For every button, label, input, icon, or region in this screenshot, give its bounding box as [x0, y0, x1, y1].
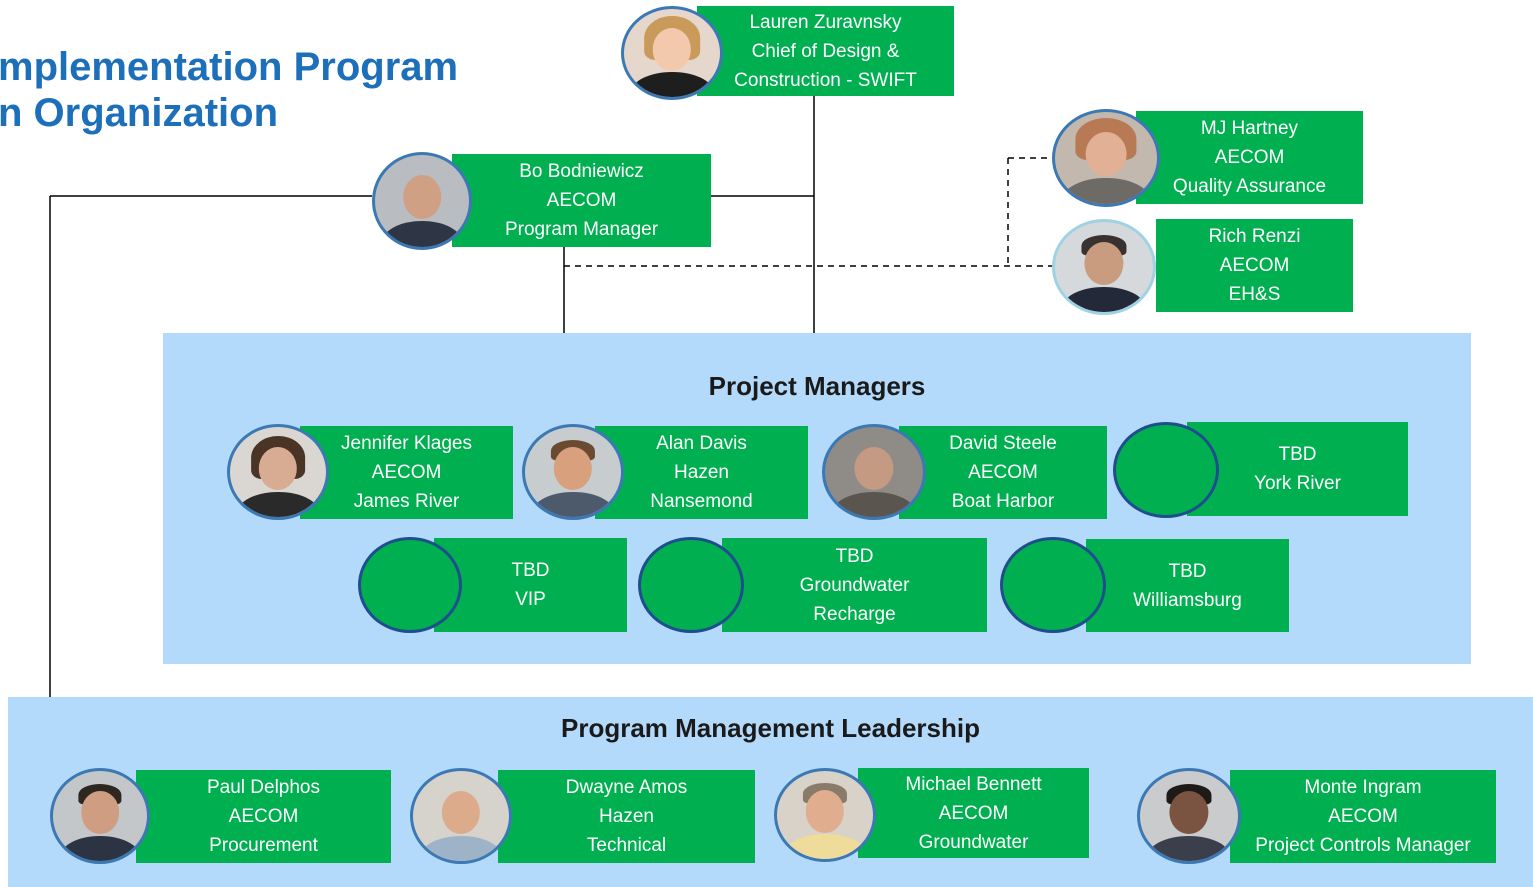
avatar [522, 424, 624, 520]
card-name: Jennifer Klages [341, 433, 472, 454]
card-role: Groundwater [918, 831, 1029, 853]
card-monte-ingram: Monte Ingram AECOM Project Controls Mana… [1137, 768, 1496, 864]
chart-title: mplementation Program n Organization [0, 44, 458, 136]
card-lauren-zuravnsky: Lauren Zuravnsky Chief of Design & Const… [621, 6, 954, 100]
avatar [621, 6, 723, 100]
card-name: TBD [835, 545, 874, 567]
card-name: Paul Delphos [206, 777, 321, 798]
card-org: AECOM [1328, 806, 1398, 827]
card-david-steele: David Steele AECOM Boat Harbor [822, 424, 1107, 520]
card-dwayne-amos: Dwayne Amos Hazen Technical [410, 768, 755, 864]
card-role: Boat Harbor [951, 491, 1055, 512]
card-paul-delphos: Paul Delphos AECOM Procurement [50, 768, 391, 864]
card-line-2: AECOM [1219, 255, 1290, 276]
card-org: Williamsburg [1133, 589, 1242, 611]
card-role: Project Controls Manager [1255, 835, 1471, 856]
project-managers-title: Project Managers [708, 371, 926, 401]
tbd-avatar-placeholder [1113, 422, 1219, 518]
card-tbd-williamsburg: TBD Williamsburg [1000, 537, 1289, 633]
leadership-title: Program Management Leadership [561, 713, 980, 743]
card-name: MJ Hartney [1200, 118, 1299, 139]
card-name: Bo Bodniewicz [519, 161, 644, 182]
card-org: Groundwater [799, 574, 910, 596]
card-role: Nansemond [650, 491, 753, 512]
card-line-2: Chief of Design & [751, 40, 900, 62]
card-mj-hartney: MJ Hartney AECOM Quality Assurance [1052, 109, 1363, 207]
card-line-3: Construction - SWIFT [734, 69, 917, 91]
card-name: Lauren Zuravnsky [749, 11, 902, 33]
card-name: Michael Bennett [905, 773, 1042, 795]
card-org: AECOM [968, 462, 1038, 483]
card-name: Monte Ingram [1304, 777, 1422, 798]
card-org: AECOM [371, 462, 442, 483]
card-name: Alan Davis [656, 433, 747, 454]
card-org: VIP [515, 589, 546, 610]
card-line-3: Program Manager [504, 219, 659, 240]
card-name: Dwayne Amos [565, 777, 688, 798]
card-alan-davis: Alan Davis Hazen Nansemond [522, 424, 808, 520]
card-name: Rich Renzi [1208, 226, 1301, 247]
chart-title-line-1: mplementation Program [0, 45, 459, 89]
card-michael-bennett: Michael Bennett AECOM Groundwater [774, 768, 1089, 862]
card-org: AECOM [228, 806, 299, 827]
avatar [774, 768, 876, 862]
avatar [372, 152, 472, 250]
card-org: York River [1254, 473, 1341, 494]
avatar [1052, 109, 1160, 207]
chart-title-line-2: n Organization [0, 91, 278, 135]
avatar [227, 424, 329, 520]
tbd-avatar-placeholder [638, 537, 744, 633]
avatar [50, 768, 150, 864]
avatar [1052, 219, 1156, 315]
card-org: Hazen [599, 806, 654, 827]
card-tbd-groundwater-recharge: TBD Groundwater Recharge [638, 537, 987, 633]
card-tbd-york-river: TBD York River [1113, 422, 1408, 518]
tbd-avatar-placeholder [358, 537, 462, 633]
card-line-3: EH&S [1228, 284, 1281, 305]
card-role: Technical [586, 835, 667, 856]
card-org: AECOM [938, 802, 1009, 824]
avatar [1137, 768, 1241, 864]
card-rich-renzi: Rich Renzi AECOM EH&S [1052, 219, 1353, 315]
card-tbd-vip: TBD VIP [358, 537, 627, 633]
card-role: Recharge [813, 603, 896, 625]
card-role: James River [353, 491, 460, 512]
card-line-3: Quality Assurance [1172, 176, 1327, 197]
card-org: Hazen [674, 462, 729, 483]
card-name: TBD [1168, 560, 1207, 582]
card-jennifer-klages: Jennifer Klages AECOM James River [227, 424, 513, 520]
avatar [410, 768, 512, 864]
card-name: TBD [1278, 444, 1317, 465]
card-role: Procurement [209, 835, 318, 856]
card-name: TBD [511, 560, 550, 581]
card-name: David Steele [949, 433, 1057, 454]
avatar [822, 424, 926, 520]
card-line-2: AECOM [546, 190, 617, 211]
card-line-2: AECOM [1214, 147, 1285, 168]
card-bo-bodniewicz: Bo Bodniewicz AECOM Program Manager [372, 152, 711, 250]
tbd-avatar-placeholder [1000, 537, 1106, 633]
